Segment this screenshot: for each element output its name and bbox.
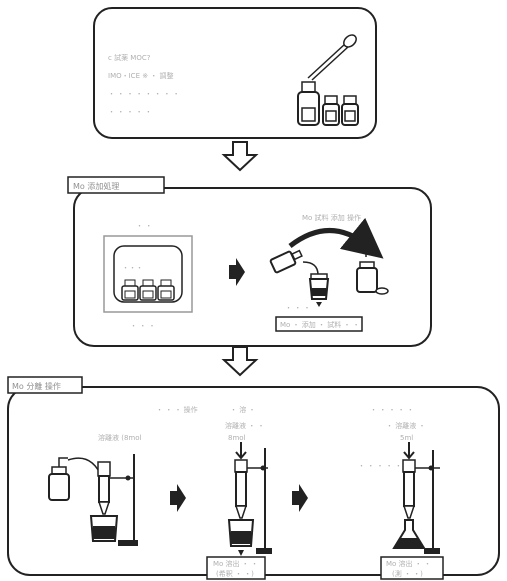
col3-result-1: Mo 溶出 ・ ・ bbox=[386, 559, 431, 568]
column-stand-icon bbox=[89, 454, 138, 546]
down-arrow-icon bbox=[221, 346, 259, 377]
col2-title: ・ 溶 ・ bbox=[230, 405, 255, 414]
col3-label-2: 5ml bbox=[400, 434, 413, 442]
sample-footer: ・ ・ ・ bbox=[130, 322, 155, 330]
col3-side-label: ・ ・ ・ ・ ・ bbox=[358, 462, 402, 470]
mo-addition-section: Mo 添加処理 ・ ・ ・・・ ・ ・ ・ bbox=[67, 176, 432, 347]
transfer-arrow bbox=[288, 217, 384, 259]
reagent-line-3: ・ ・ ・ ・ ・ ・ ・ ・ bbox=[108, 90, 180, 98]
sample-vial-icon bbox=[157, 279, 175, 301]
right-arrow-icon bbox=[170, 484, 186, 512]
sample-caption: ・ ・ bbox=[136, 222, 152, 230]
reagent-line-4: ・ ・ ・ ・ ・ bbox=[108, 108, 152, 116]
sample-vial-icon bbox=[121, 279, 139, 301]
mo-operation-caption: Mo 試料 添加 操作 bbox=[302, 213, 361, 222]
col1-label: 溶離液 (8mol bbox=[98, 433, 142, 442]
column-stand-icon bbox=[227, 442, 272, 556]
reagent-line-1: c 試薬 MOC? bbox=[108, 53, 151, 62]
right-arrow-icon bbox=[292, 484, 308, 512]
pipette-icon bbox=[307, 34, 357, 81]
col2-result-box bbox=[206, 556, 266, 580]
reagent-box: c 試薬 MOC? IMO・ICE ※ ・ 調整 ・ ・ ・ ・ ・ ・ ・ ・… bbox=[93, 7, 377, 139]
result-label: Mo ・ 添加 ・ 試料 ・ ・ bbox=[280, 320, 360, 329]
sample-vial-icon bbox=[139, 279, 157, 301]
small-bottle-icon bbox=[341, 95, 359, 126]
tube-line bbox=[302, 261, 319, 276]
mo-separation-title: Mo 分離 操作 bbox=[12, 381, 61, 391]
col3-result-box bbox=[380, 556, 444, 580]
down-arrow-icon bbox=[221, 141, 259, 172]
wash-bottle-icon bbox=[356, 249, 389, 295]
sample-rack: ・・・ bbox=[103, 235, 193, 313]
col3-result-2: (測 ・ ・) bbox=[392, 569, 423, 578]
large-bottle-icon bbox=[297, 81, 320, 126]
reaction-vessel-icon bbox=[308, 273, 330, 307]
result-box bbox=[275, 316, 363, 332]
column-stand-icon bbox=[392, 442, 440, 554]
col3-title: ・ ・ ・ ・ ・ bbox=[370, 406, 414, 414]
tilted-bottle-icon bbox=[269, 249, 303, 274]
medium-bottle-icon bbox=[322, 95, 340, 126]
col2-label-2: 8mol bbox=[228, 434, 246, 442]
col2-result-2: (希釈 ・ ・) bbox=[216, 569, 254, 578]
right-arrow-icon bbox=[229, 258, 245, 286]
mo-addition-title: Mo 添加処理 bbox=[73, 181, 119, 191]
col2-label-1: 溶離液 ・ ・ bbox=[225, 421, 264, 430]
svg-text:・・・: ・・・ bbox=[122, 264, 143, 272]
col2-result-1: Mo 溶出 ・ ・ bbox=[213, 559, 258, 568]
reagent-line-2: IMO・ICE ※ ・ 調整 bbox=[108, 71, 174, 80]
wash-bottle-icon bbox=[48, 457, 70, 501]
mo-separation-section: Mo 分離 操作 ・ ・ ・ 操作 溶離液 (8mol ・ 溶 ・ 溶離液 ・ bbox=[7, 376, 500, 580]
col1-title: ・ ・ ・ 操作 bbox=[156, 405, 198, 414]
col3-label-1: ・ 溶離液 ・ bbox=[386, 421, 425, 430]
tube-label: ・ ・ ・ bbox=[285, 304, 310, 312]
